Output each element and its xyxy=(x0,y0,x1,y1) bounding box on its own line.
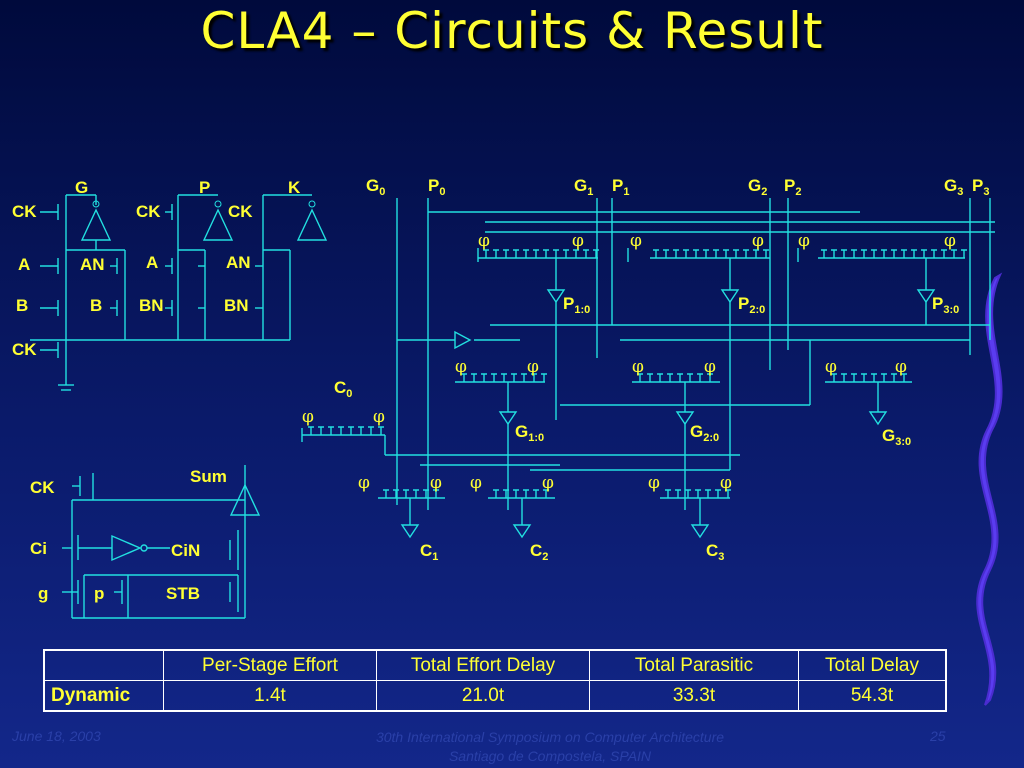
footer-page-number: 25 xyxy=(930,728,946,744)
footer-conference-line2: Santiago de Compostela, SPAIN xyxy=(448,748,652,764)
table-cell: 1.4t xyxy=(163,680,377,712)
in-c0: C0 xyxy=(334,378,352,400)
in-p0: P0 xyxy=(428,176,445,198)
cla-network-wires xyxy=(301,198,995,539)
sum-g: g xyxy=(38,584,48,603)
transistor-ticks xyxy=(308,249,967,498)
sum-ck: CK xyxy=(30,478,55,497)
phi-12: φ xyxy=(895,357,907,377)
result-table: Per-Stage Effort Total Effort Delay Tota… xyxy=(43,649,947,712)
phi-14: φ xyxy=(373,407,385,427)
gate-circuit-wires xyxy=(30,194,328,391)
gate-in-a-2: A xyxy=(146,253,158,272)
table-cell: 21.0t xyxy=(376,680,590,712)
in-p1: P1 xyxy=(612,176,629,198)
phi-13: φ xyxy=(302,407,314,427)
phi-5: φ xyxy=(798,231,810,251)
table-header-cell: Total Parasitic xyxy=(589,649,799,681)
decorative-squiggle xyxy=(976,272,1003,706)
out-g20: G2:0 xyxy=(690,422,719,444)
phi-6: φ xyxy=(944,231,956,251)
phi-4: φ xyxy=(752,231,764,251)
out-p30: P3:0 xyxy=(932,294,959,316)
gate-ck-2: CK xyxy=(136,202,161,221)
out-g10: G1:0 xyxy=(515,422,544,444)
gate-ck-4: CK xyxy=(12,340,37,359)
in-g1: G1 xyxy=(574,176,593,198)
table-cell: 54.3t xyxy=(798,680,947,712)
table-header-row: Per-Stage Effort Total Effort Delay Tota… xyxy=(43,649,947,681)
table-header-cell: Total Delay xyxy=(798,649,947,681)
phi-15: φ xyxy=(358,473,370,493)
out-c3: C3 xyxy=(706,541,724,563)
phi-labels: φ φ φ φ φ φ φ φ φ φ φ φ φ φ φ φ φ φ φ φ xyxy=(302,231,956,493)
table-row: Dynamic 1.4t 21.0t 33.3t 54.3t xyxy=(43,680,947,712)
out-c1: C1 xyxy=(420,541,438,563)
table-cell: 33.3t xyxy=(589,680,799,712)
out-c2: C2 xyxy=(530,541,548,563)
footer-conference: 30th International Symposium on Computer… xyxy=(270,728,830,766)
gate-in-bn-2: BN xyxy=(224,296,249,315)
phi-19: φ xyxy=(648,473,660,493)
sum-cin: CiN xyxy=(171,541,200,560)
phi-1: φ xyxy=(478,231,490,251)
slide-title: CLA4 – Circuits & Result xyxy=(200,2,824,60)
phi-16: φ xyxy=(430,473,442,493)
gate-in-an-2: AN xyxy=(226,253,251,272)
gate-in-an-1: AN xyxy=(80,255,105,274)
gate-in-bn-1: BN xyxy=(139,296,164,315)
in-p2: P2 xyxy=(784,176,801,198)
table-header-cell: Per-Stage Effort xyxy=(163,649,377,681)
out-p10: P1:0 xyxy=(563,294,590,316)
sum-stb: STB xyxy=(166,584,200,603)
in-g2: G2 xyxy=(748,176,767,198)
phi-10: φ xyxy=(704,357,716,377)
table-header-cell xyxy=(43,649,164,681)
out-p20: P2:0 xyxy=(738,294,765,316)
gate-ck-3: CK xyxy=(228,202,253,221)
table-row-label: Dynamic xyxy=(43,680,164,712)
gate-label-g: G xyxy=(75,178,88,197)
phi-7: φ xyxy=(455,357,467,377)
phi-9: φ xyxy=(632,357,644,377)
gate-ck-1: CK xyxy=(12,202,37,221)
gate-label-p: P xyxy=(199,178,210,197)
phi-8: φ xyxy=(527,357,539,377)
sum-circuit-wires xyxy=(62,465,261,619)
in-g0: G0 xyxy=(366,176,385,198)
table-header-cell: Total Effort Delay xyxy=(376,649,590,681)
gate-in-b-1: B xyxy=(16,296,28,315)
in-g3: G3 xyxy=(944,176,963,198)
gate-in-a-1: A xyxy=(18,255,30,274)
phi-20: φ xyxy=(720,473,732,493)
sum-sum: Sum xyxy=(190,467,227,486)
phi-3: φ xyxy=(630,231,642,251)
gate-label-k: K xyxy=(288,178,301,197)
footer-conference-line1: 30th International Symposium on Computer… xyxy=(375,729,725,745)
out-g30: G3:0 xyxy=(882,426,911,448)
sum-ci: Ci xyxy=(30,539,47,558)
phi-18: φ xyxy=(542,473,554,493)
footer-date: June 18, 2003 xyxy=(12,728,101,744)
phi-2: φ xyxy=(572,231,584,251)
sum-p: p xyxy=(94,584,104,603)
gate-in-b-2: B xyxy=(90,296,102,315)
in-p3: P3 xyxy=(972,176,989,198)
phi-11: φ xyxy=(825,357,837,377)
phi-17: φ xyxy=(470,473,482,493)
